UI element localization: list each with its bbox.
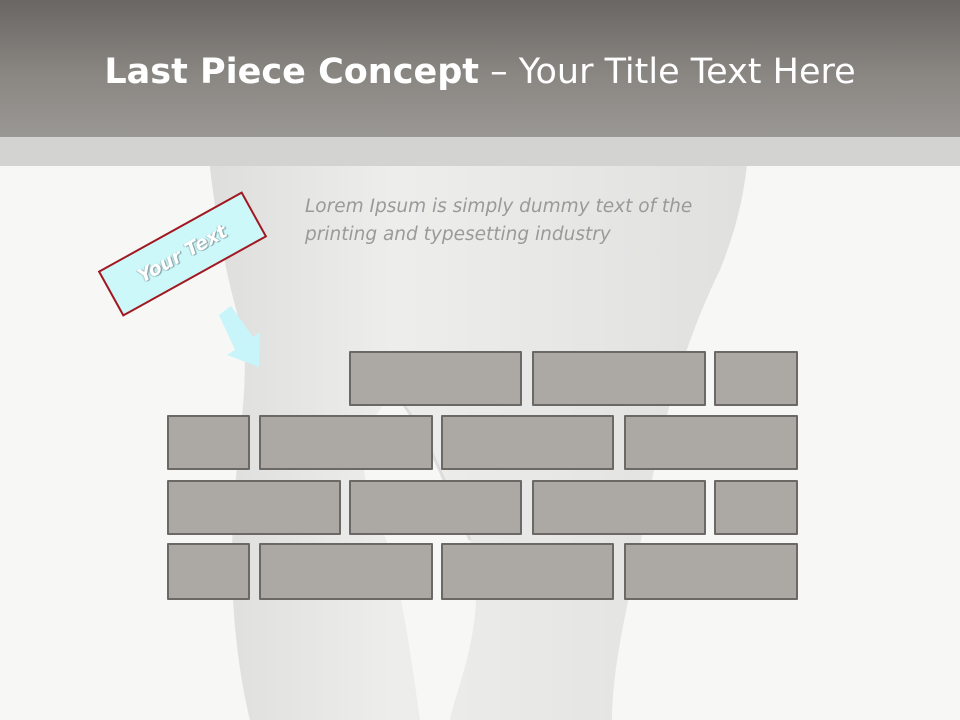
title-bar xyxy=(0,0,960,137)
brick[interactable] xyxy=(532,480,706,535)
brick[interactable] xyxy=(441,415,614,470)
brick[interactable] xyxy=(349,480,522,535)
brick[interactable] xyxy=(714,480,798,535)
brick[interactable] xyxy=(714,351,798,406)
slide-title: Last Piece Concept – Your Title Text Her… xyxy=(0,52,960,92)
subtitle-line-2: printing and typesetting industry xyxy=(305,224,611,245)
arrow-down-right-icon xyxy=(219,306,260,367)
brick[interactable] xyxy=(167,543,250,600)
slide-title-bold: Last Piece Concept xyxy=(104,52,479,92)
brick[interactable] xyxy=(624,543,798,600)
subtitle-text: Lorem Ipsum is simply dummy text of the … xyxy=(305,193,735,249)
brick[interactable] xyxy=(624,415,798,470)
title-accent-strip xyxy=(0,137,960,166)
brick[interactable] xyxy=(167,415,250,470)
brick[interactable] xyxy=(259,543,433,600)
brick[interactable] xyxy=(167,480,341,535)
slide-title-rest: – Your Title Text Here xyxy=(479,52,856,92)
brick[interactable] xyxy=(532,351,706,406)
brick[interactable] xyxy=(441,543,614,600)
brick[interactable] xyxy=(349,351,522,406)
subtitle-line-1: Lorem Ipsum is simply dummy text of the xyxy=(305,196,693,217)
brick[interactable] xyxy=(259,415,433,470)
